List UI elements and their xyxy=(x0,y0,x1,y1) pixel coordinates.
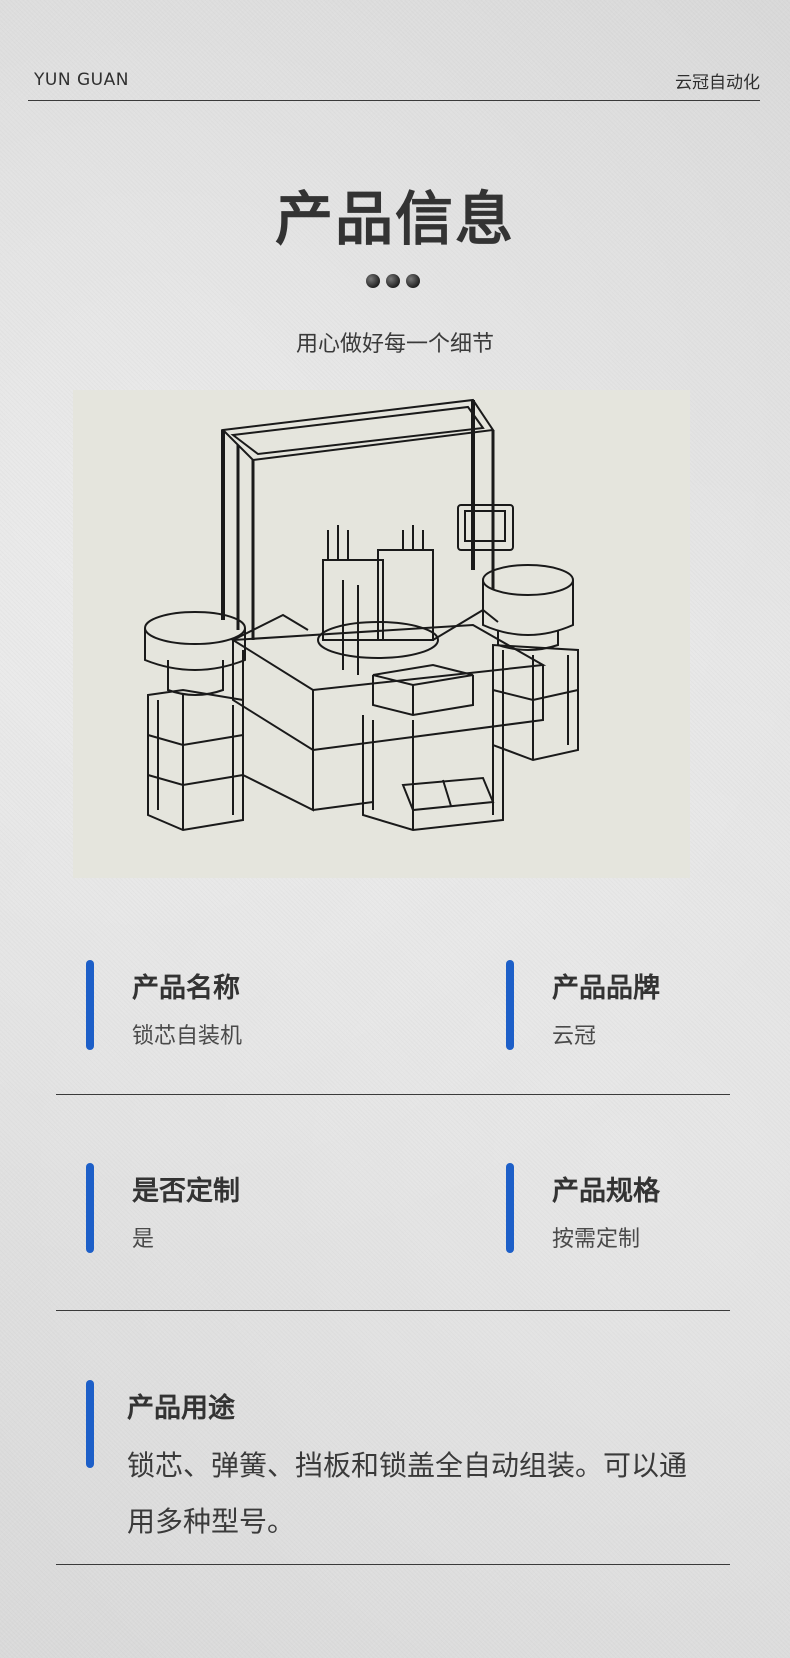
info-product-brand: 产品品牌 云冠 xyxy=(506,960,736,1050)
decorative-dots xyxy=(366,274,426,290)
accent-bar xyxy=(506,1163,514,1253)
dot-icon xyxy=(366,274,380,288)
page-title: 产品信息 xyxy=(274,185,515,253)
brand-chinese: 云冠自动化 xyxy=(675,73,760,93)
info-customizable: 是否定制 是 xyxy=(86,1163,416,1253)
dot-icon xyxy=(386,274,400,288)
info-label: 产品用途 xyxy=(127,1393,235,1424)
accent-bar xyxy=(86,960,94,1050)
divider xyxy=(56,1564,730,1565)
accent-bar xyxy=(506,960,514,1050)
page-subtitle: 用心做好每一个细节 xyxy=(295,332,494,357)
info-product-spec: 产品规格 按需定制 xyxy=(506,1163,736,1253)
machine-drawing-icon xyxy=(144,398,579,832)
brand-english: YUN GUAN xyxy=(34,70,129,90)
info-value: 按需定制 xyxy=(552,1227,641,1252)
info-label: 产品规格 xyxy=(552,1176,660,1207)
info-value: 是 xyxy=(132,1227,155,1252)
info-label: 产品名称 xyxy=(132,973,240,1004)
accent-bar xyxy=(86,1163,94,1253)
divider xyxy=(56,1310,730,1311)
info-value: 锁芯自装机 xyxy=(132,1024,243,1049)
info-value: 云冠 xyxy=(552,1024,597,1049)
divider xyxy=(56,1094,730,1095)
info-label: 产品品牌 xyxy=(552,973,660,1004)
product-image xyxy=(73,390,690,878)
dot-icon xyxy=(406,274,420,288)
info-value: 锁芯、弹簧、挡板和锁盖全自动组装。可以通用多种型号。 xyxy=(127,1449,688,1538)
page-header: YUN GUAN 云冠自动化 xyxy=(28,66,760,101)
info-label: 是否定制 xyxy=(132,1176,240,1207)
accent-bar xyxy=(86,1380,94,1468)
info-product-name: 产品名称 锁芯自装机 xyxy=(86,960,416,1050)
